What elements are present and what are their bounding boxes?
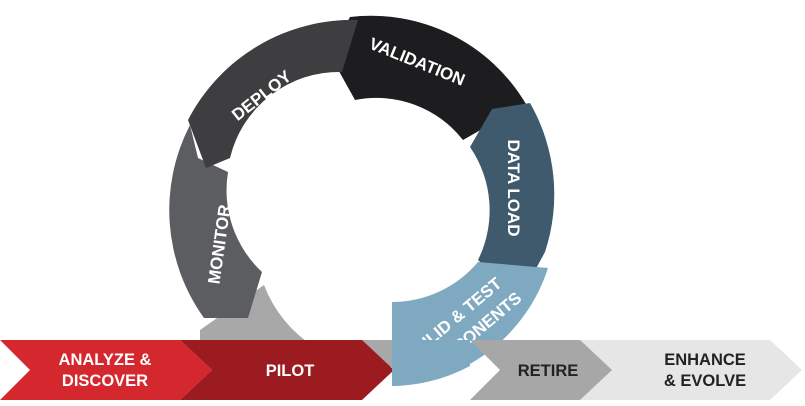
cycle-segment-build-test-overlay bbox=[392, 340, 470, 386]
stage-label-data-load: DATA LOAD bbox=[504, 140, 523, 237]
cycle-segment-data-load bbox=[470, 103, 555, 298]
chevron-retire bbox=[470, 340, 622, 400]
chevron-label-analyze-line2: DISCOVER bbox=[62, 372, 148, 390]
cycle-segment-validation bbox=[330, 15, 526, 140]
cycle-segment-monitor bbox=[169, 125, 262, 318]
timeline bbox=[0, 340, 802, 400]
cycle-segment-deploy bbox=[188, 19, 358, 168]
chevron-pilot bbox=[180, 340, 394, 400]
chevron-label-retire: RETIRE bbox=[518, 362, 579, 380]
chevron-enhance-evolve bbox=[580, 340, 802, 400]
chevron-label-enhance-line2: & EVOLVE bbox=[664, 372, 746, 390]
chevron-analyze-discover bbox=[0, 340, 212, 400]
chevron-label-pilot: PILOT bbox=[266, 362, 315, 380]
chevron-label-enhance-line1: ENHANCE bbox=[664, 351, 746, 369]
chevron-label-analyze-line1: ANALYZE & bbox=[59, 351, 152, 369]
